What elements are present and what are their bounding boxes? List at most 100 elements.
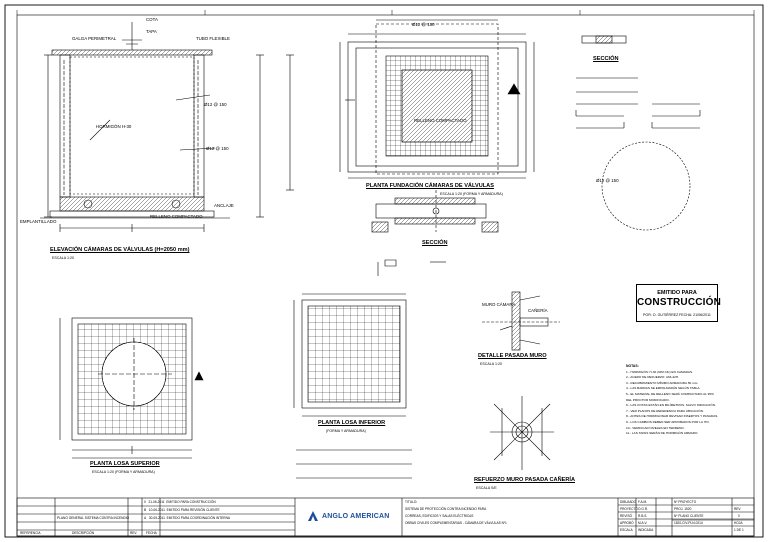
stamp-line-4: FECHA: 21/06/2011 <box>679 313 711 317</box>
wall-detail-scale: ESCALA 1:20 <box>480 362 502 366</box>
section-b-title: SECCIÓN <box>593 56 619 62</box>
top-slab-scale: ESCALA 1:20 (FORMA Y ARMADURA) <box>92 470 155 474</box>
emplantillado-label: EMPLANTILLADO <box>20 219 57 224</box>
sign-value: R.B.S. <box>638 514 648 518</box>
foundation-scale: ESCALA 1:20 (FORMA Y ARMADURA) <box>440 192 503 196</box>
circle-ref-bar: Ø12 @ 150 <box>596 178 619 183</box>
notes-block: NOTAS: 1.- HORMIGÓN: H-30 (90% NC) EN CA… <box>626 364 746 437</box>
foundation-title: PLANTA FUNDACIÓN CÁMARAS DE VÁLVULAS <box>366 183 494 189</box>
foundation-ref-bar: Ø12 @ 150 <box>412 22 435 27</box>
rev-date: 30-05-2011 <box>148 516 165 520</box>
rev-label: REV. <box>734 507 742 511</box>
title-line-2: CORREAS, EDIFICIOS Y SALAS ELÉCTRICAS <box>405 514 474 518</box>
reinforcement-diagram <box>490 396 554 470</box>
top-slab-title: PLANTA LOSA SUPERIOR <box>90 461 160 467</box>
tapa-label: TAPA <box>146 29 157 34</box>
note-item: 7.- VER PLANOS DE REFERENCIA PARA UBICAC… <box>626 408 704 413</box>
stamp-line-1: EMITIDO PARA <box>657 290 697 296</box>
rev-row-1: B 10-06-2011 EMITIDO PARA REVISIÓN CLIEN… <box>144 508 220 512</box>
hoja-value: 1 DE 1 <box>734 528 744 532</box>
bottom-slab-title: PLANTA LOSA INFERIOR <box>318 420 386 426</box>
elevation-scale: ESCALA 1:20 <box>52 256 74 260</box>
hoja-label: HOJA <box>734 521 743 525</box>
company-logo-icon <box>308 511 318 521</box>
desc-header: DESCRIPCIÓN <box>72 531 95 535</box>
emitido-stamp: EMITIDO PARA CONSTRUCCIÓN POR: O. GUTIÉR… <box>636 284 722 322</box>
note-item: DEL PROCTOR MODIFICADO. <box>626 397 670 402</box>
elev-note-1: GALGA PERIMETRAL <box>72 36 117 41</box>
rev-value: 0 <box>144 500 146 504</box>
rev-desc: EMITIDO PARA CONSTRUCCIÓN <box>166 500 216 504</box>
reinforcement-title: REFUERZO MURO PASADA CAÑERÍA <box>474 477 575 483</box>
note-item: 11.- LAS TAPAS SERÁN DE HORMIGÓN ARMADO. <box>626 431 699 436</box>
bottom-slab-plan <box>293 293 412 479</box>
sign-value: INDICADA <box>638 528 654 532</box>
note-item: 2.- ACERO DE REFUERZO: A63-42H. <box>626 375 679 380</box>
note-item: 10.- VERIFICAR NIVELES EN TERRENO. <box>626 425 685 430</box>
note-item: 5.- EL MATERIAL DE RELLENO SERÁ COMPACTA… <box>626 391 714 396</box>
elevation-title: ELEVACIÓN CÁMARAS DE VÁLVULAS (H=2050 mm… <box>50 247 190 253</box>
sign-value: F.A.M. <box>638 500 648 504</box>
notes-title: NOTAS: <box>626 364 639 368</box>
note-item: 4.- LAS BARRAS SE EMPALMARÁN SEGÚN TABLA… <box>626 386 701 391</box>
rev-date: 21-06-2011 <box>148 500 165 504</box>
doc-label: Nº PROYECTO <box>674 500 697 504</box>
title-line-1: SISTEMA DE PROTECCIÓN CONTRA INCENDIO PA… <box>405 507 487 511</box>
elevation-drawing <box>40 22 294 232</box>
elev-note-2: TUBO FLEXIBLE <box>196 36 230 41</box>
sign-key: REVISÓ <box>620 514 633 518</box>
stamp-line-2: CONSTRUCCIÓN <box>637 297 722 308</box>
stamp-line-3: POR: O. GUTIÉRREZ <box>643 313 679 317</box>
client-label: Nº PLANO CLIENTE <box>674 514 704 518</box>
title-block-frame <box>16 497 755 537</box>
muro-camara-label: MURO CÁMARA <box>482 302 516 307</box>
caneria-label: CAÑERÍA <box>528 308 548 313</box>
top-slab-plan <box>59 317 204 459</box>
cota-label: COTA <box>146 17 158 22</box>
ref-bar-2: Ø12 @ 150 <box>206 146 229 151</box>
rev-value: B <box>144 508 147 512</box>
section-a-drawing <box>371 190 499 276</box>
rev-desc: EMITIDO PARA COORDINACIÓN INTERNA <box>166 516 231 520</box>
company-name: ANGLO AMERICAN <box>322 513 390 520</box>
note-item: 8.- ANTES DE HORMIGONAR REVISAR INSERTOS… <box>626 414 719 419</box>
sign-key: ESCALA <box>620 528 633 532</box>
relleno-label: RELLENO COMPACTADO <box>150 214 203 219</box>
title-label: TITULO: <box>405 500 418 504</box>
ref-row-0: PLANO GENERAL SISTEMA CONTRA INCENDIO <box>57 516 130 520</box>
sign-value: O.G.R. <box>638 507 648 511</box>
sign-key: PROYECTÓ <box>620 507 638 511</box>
anclaje-label: ANCLAJE <box>214 203 234 208</box>
note-item: 3.- RECUBRIMIENTO MÍNIMO ARMADURA 50 mm. <box>626 380 699 385</box>
wall-detail-title: DETALLE PASADA MURO <box>478 353 547 359</box>
fecha-header: FECHA <box>146 531 157 535</box>
rev-row-0: 0 21-06-2011 EMITIDO PARA CONSTRUCCIÓN <box>144 500 216 504</box>
doc-value: PROJ. 1520 <box>674 507 692 511</box>
reinforcement-scale: ESCALA S/E <box>476 486 497 490</box>
rev-header: REV. <box>130 531 138 535</box>
rev-number: 0 <box>738 514 740 518</box>
client-value: 1520-CIV-PLN-0214 <box>674 521 703 525</box>
sign-key: DIBUJADO <box>620 500 637 504</box>
section-b-drawing <box>575 35 701 231</box>
foundation-plan <box>339 19 535 179</box>
note-item: 1.- HORMIGÓN: H-30 (90% NC) EN CAMARAS. <box>626 369 693 374</box>
title-line-3: OBRAS CIVILES COMPLEMENTARIAS - CÁMARA D… <box>405 521 507 525</box>
rev-desc: EMITIDO PARA REVISIÓN CLIENTE <box>166 508 220 512</box>
hormigon-label: HORMIGÓN H-30 <box>96 124 132 129</box>
wall-pass-detail <box>482 291 560 351</box>
rev-value: A <box>144 516 147 520</box>
bottom-slab-scale: (FORMA Y ARMADURA) <box>326 429 366 433</box>
sign-key: APROBÓ <box>620 521 634 525</box>
rev-row-2: A 30-05-2011 EMITIDO PARA COORDINACIÓN I… <box>144 516 230 520</box>
sign-value: M.A.V. <box>638 521 648 525</box>
company-logo: ANGLO AMERICAN <box>305 508 397 526</box>
rev-date: 10-06-2011 <box>148 508 165 512</box>
note-item: 6.- LAS COTAS ESTÁN EN MILÍMETROS, SALVO… <box>626 403 716 408</box>
ref-header: REFERENCIA <box>20 531 41 535</box>
section-a-title: SECCIÓN <box>422 240 448 246</box>
note-item: 9.- LOS CAMBIOS DEBEN SER APROBADOS POR … <box>626 419 710 424</box>
ref-bar-1: Ø12 @ 150 <box>204 102 227 107</box>
foundation-relleno: RELLENO COMPACTADO <box>414 118 467 123</box>
